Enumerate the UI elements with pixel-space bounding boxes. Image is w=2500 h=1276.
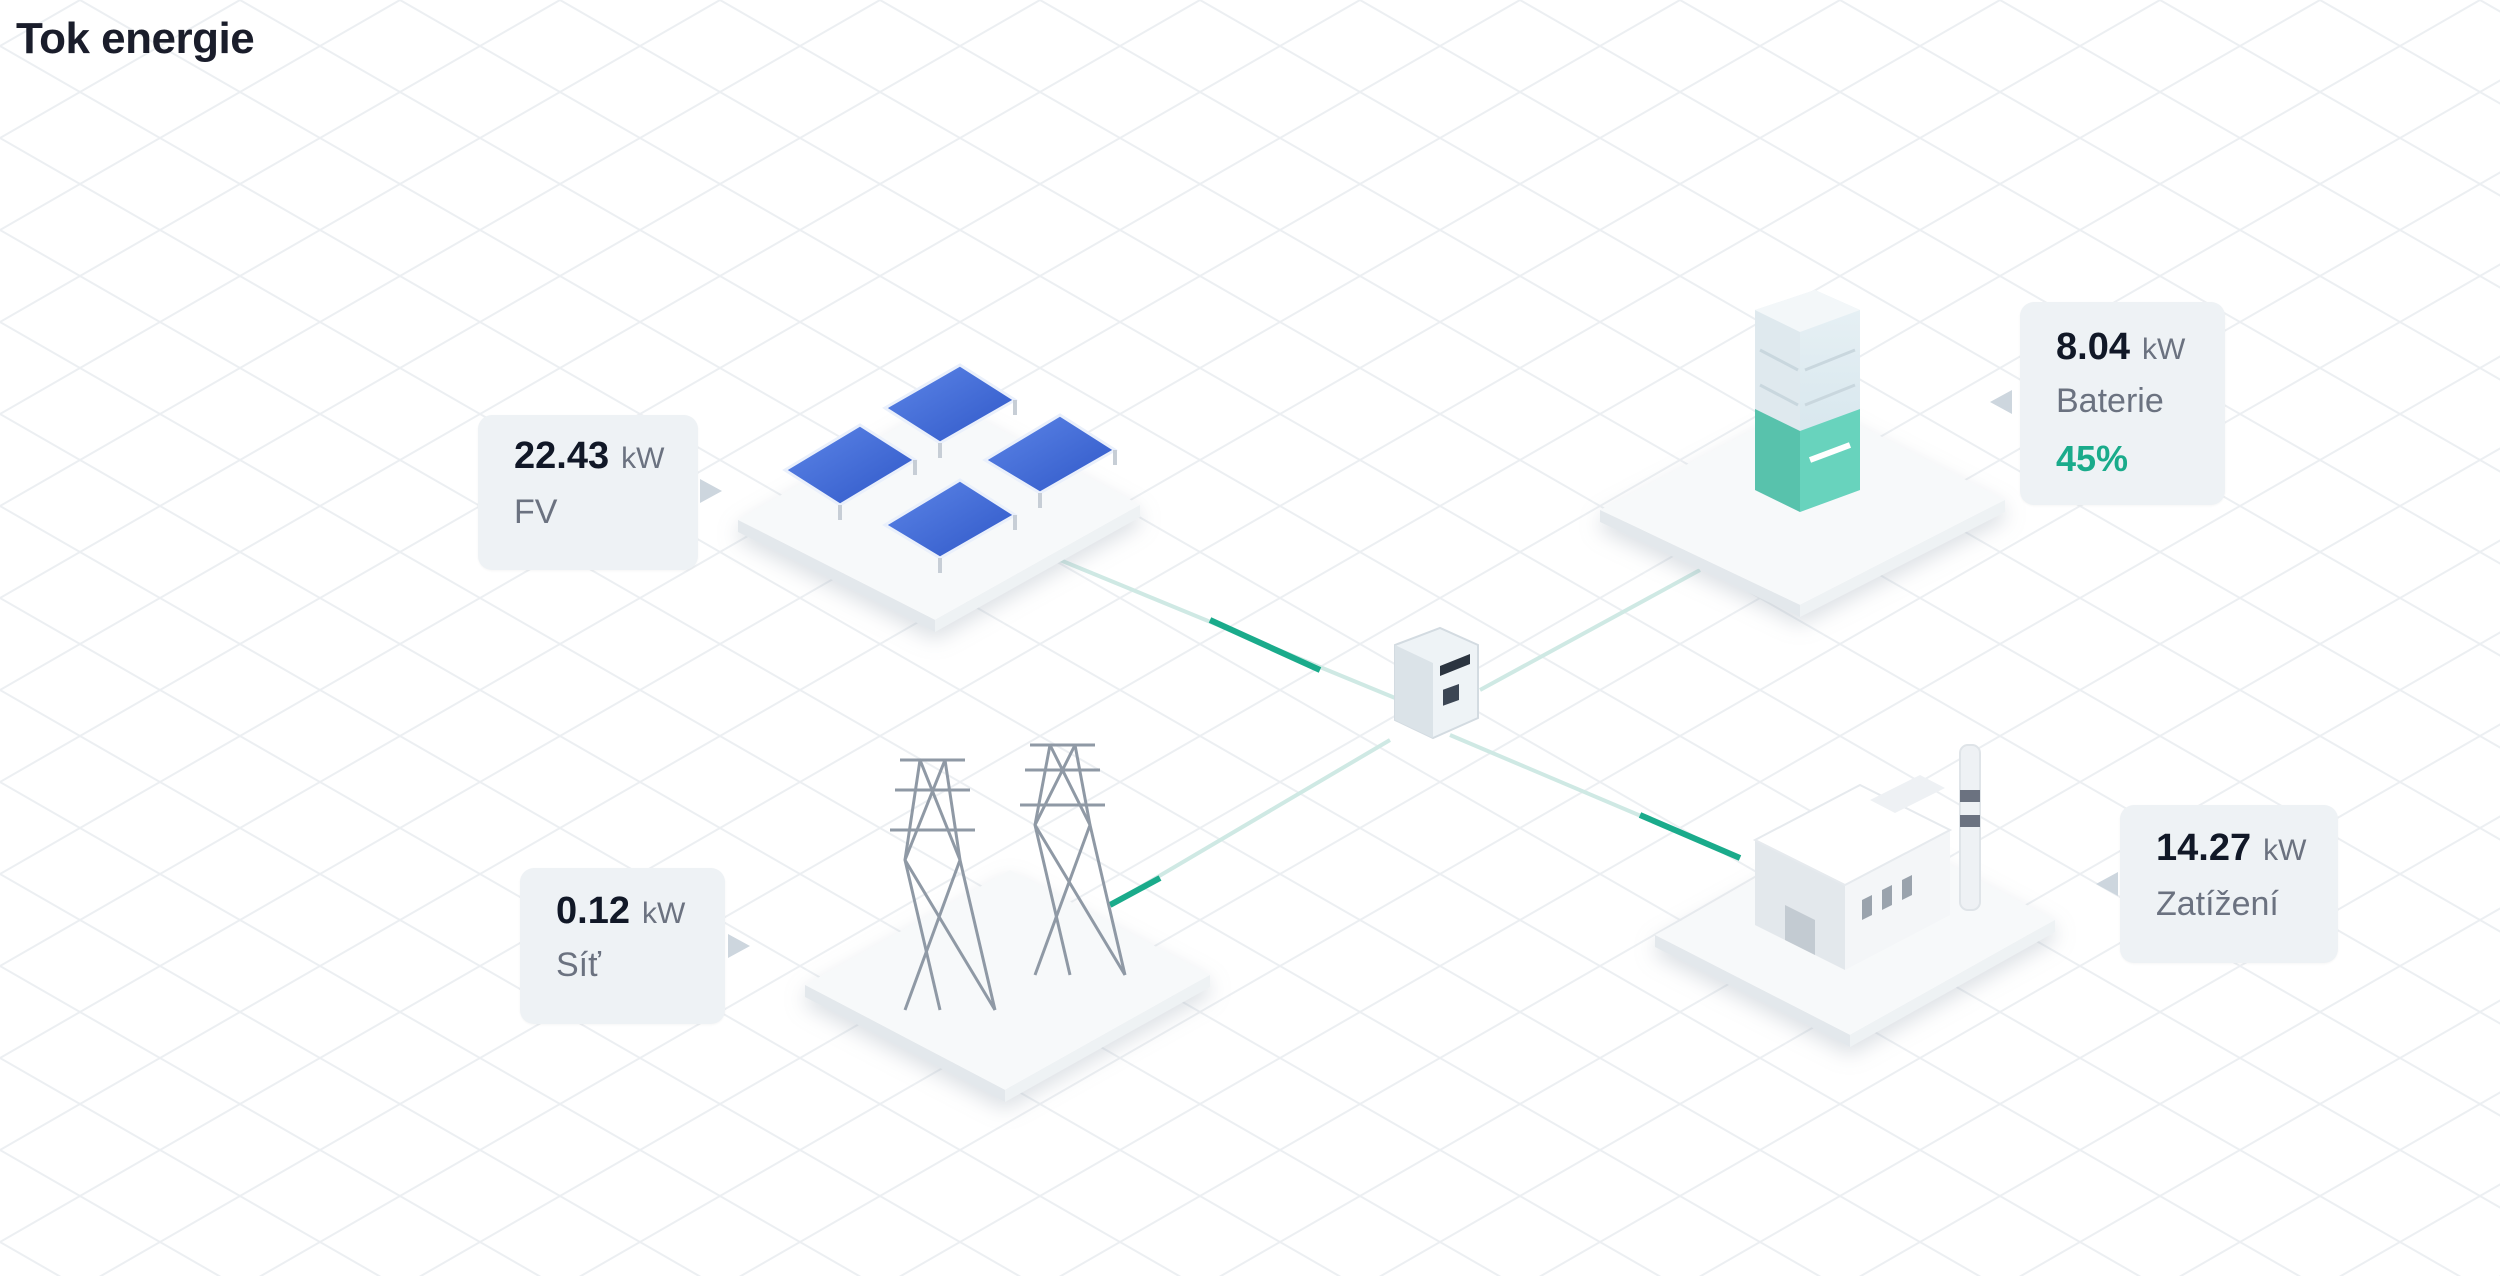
grid-card-pointer	[728, 934, 750, 958]
battery-soc: 45%	[2056, 438, 2129, 479]
grid-station	[805, 743, 1210, 1102]
load-card[interactable]: 14.27 kW Zatížení	[2120, 805, 2338, 963]
load-label: Zatížení	[2156, 885, 2279, 923]
battery-power-value: 8.04	[2056, 326, 2130, 368]
grid-label: Síť	[556, 946, 601, 984]
solar-panels-icon	[782, 363, 1118, 573]
pv-label: FV	[514, 493, 558, 531]
pv-power-value: 22.43	[514, 435, 610, 477]
flow-lines	[1059, 558, 1742, 908]
power-pylon-icon	[890, 743, 1127, 1011]
battery-cabinet-icon	[1755, 290, 1860, 512]
pv-card[interactable]: 22.43 kW FV	[478, 415, 698, 570]
battery-power: 8.04 kW	[2056, 326, 2185, 369]
load-power-value: 14.27	[2156, 827, 2252, 869]
pv-card-pointer	[700, 479, 722, 503]
battery-station	[1600, 290, 2005, 617]
page-title: Tok energie	[16, 14, 255, 63]
battery-card-pointer	[1990, 390, 2012, 414]
factory-icon	[1752, 744, 1981, 970]
grid-card[interactable]: 0.12 kW Síť	[520, 868, 725, 1024]
pv-flow-indicator	[1208, 617, 1322, 673]
load-card-pointer	[2096, 872, 2118, 896]
grid-power: 0.12 kW	[556, 890, 685, 933]
pv-station	[738, 363, 1140, 632]
load-power-unit: kW	[2263, 834, 2307, 867]
battery-power-unit: kW	[2141, 333, 2186, 366]
battery-card[interactable]: 8.04 kW Baterie 45%	[2020, 302, 2225, 505]
load-station	[1655, 744, 2055, 1047]
pv-power: 22.43 kW	[514, 435, 664, 478]
load-power: 14.27 kW	[2156, 827, 2306, 870]
grid-power-unit: kW	[641, 897, 686, 930]
grid-flow-indicator	[1108, 875, 1162, 908]
inverter-icon	[1394, 626, 1479, 740]
battery-label: Baterie	[2056, 382, 2164, 420]
pv-power-unit: kW	[621, 442, 665, 475]
load-flow-indicator	[1638, 812, 1742, 861]
grid-power-value: 0.12	[556, 890, 630, 932]
